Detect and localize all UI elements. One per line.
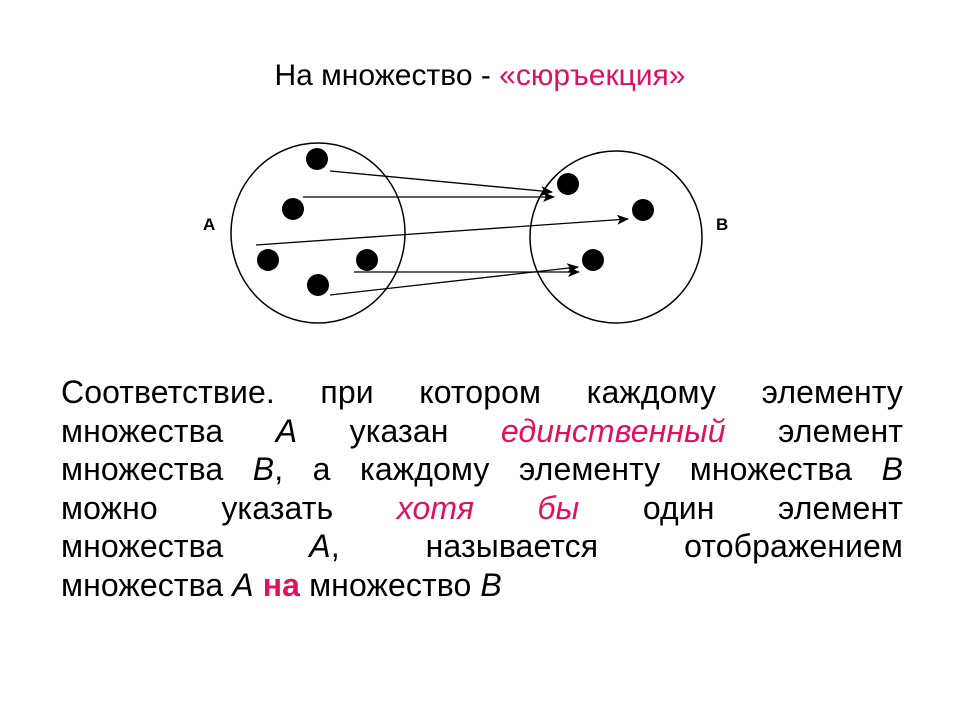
surjection-diagram: А В [203, 142, 728, 324]
definition-line: можно указать хотя бы один элемент [61, 489, 903, 526]
mapping-arrow [329, 170, 553, 196]
set-b-element [582, 249, 604, 271]
set-b-label: В [716, 215, 728, 234]
highlight-unique: единственный [500, 412, 726, 449]
set-b-element [557, 173, 579, 195]
set-a-element [306, 148, 328, 170]
definition-text: Соответствие. при котором каждому элемен… [61, 373, 903, 604]
set-a-label: А [203, 215, 215, 234]
mapping-arrow [329, 263, 579, 296]
set-a-element [356, 249, 378, 271]
set-a-element [257, 249, 279, 271]
definition-line: Соответствие. при котором каждому элемен… [61, 374, 903, 410]
set-a-element [307, 274, 329, 296]
definition-line: множества А, называется отображением [61, 528, 904, 564]
title-prefix: На множество - [274, 59, 500, 92]
highlight-at-least-one: хотя бы [396, 489, 580, 526]
set-a-circle [230, 142, 406, 324]
definition-line: множества В, а каждому элементу множеств… [61, 451, 904, 487]
highlight-onto: на [262, 566, 301, 603]
slide-title: На множество - «сюръекция» [0, 58, 960, 94]
title-highlight: «сюръекция» [499, 59, 686, 92]
mapping-arrow [255, 214, 629, 246]
definition-line: множества А на множество В [61, 566, 502, 603]
set-b-circle [529, 150, 703, 324]
set-b-element [632, 199, 654, 221]
set-a-element [282, 198, 304, 220]
definition-line: множества А указан единственный элемент [61, 412, 903, 449]
